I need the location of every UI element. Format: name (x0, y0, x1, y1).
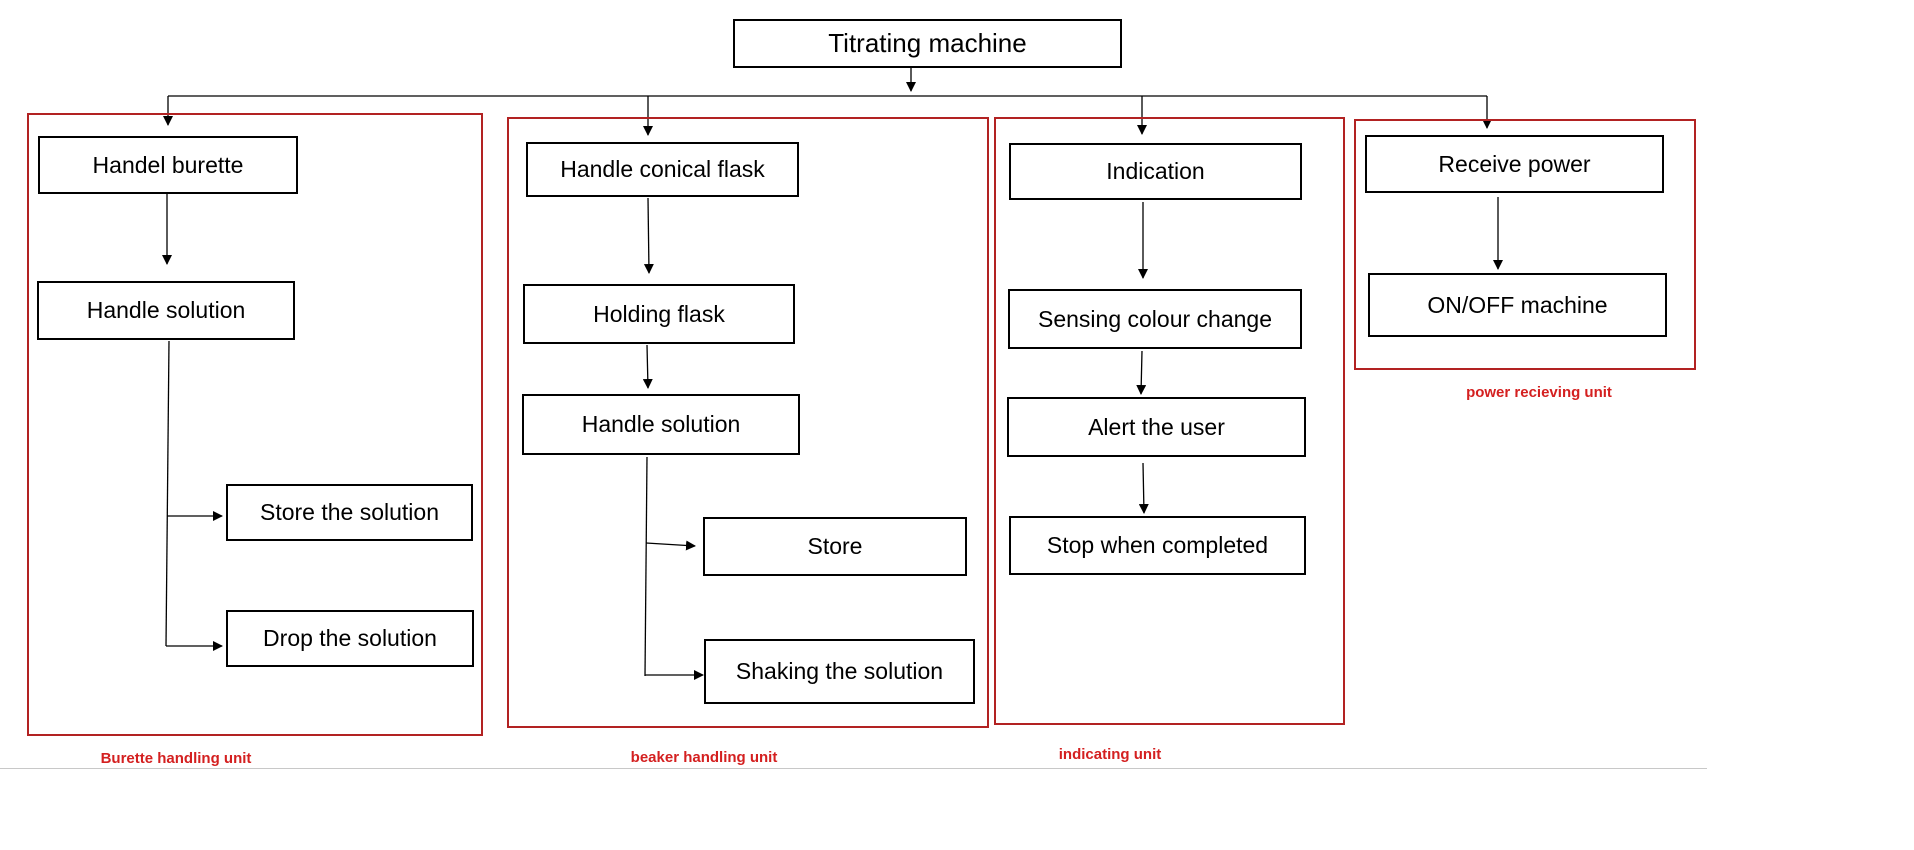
node-label: Holding flask (593, 300, 725, 327)
node-receive-power: Receive power (1365, 135, 1664, 193)
node-label: ON/OFF machine (1427, 291, 1608, 318)
alert-to-stop-arrow (1138, 462, 1149, 514)
node-beaker-handle-solution: Handle solution (522, 394, 800, 455)
root-label: Titrating machine (828, 28, 1027, 58)
burette-branch-trunk (165, 340, 170, 647)
node-label: Handle conical flask (560, 156, 765, 182)
node-label: Handel burette (92, 151, 244, 178)
burette-unit-frame (27, 113, 483, 736)
page-baseline (0, 768, 1707, 769)
caption-indicating-unit: indicating unit (1058, 746, 1162, 763)
holding-to-solution-arrow (642, 344, 653, 389)
caption-burette-unit: Burette handling unit (100, 750, 252, 767)
node-label: Handle solution (581, 411, 741, 437)
node-holding-flask: Holding flask (523, 284, 795, 344)
node-stop-when-completed: Stop when completed (1009, 516, 1306, 575)
node-label: Store (807, 533, 863, 559)
sensing-to-alert-arrow (1136, 350, 1147, 395)
flask-to-holding-arrow (643, 197, 654, 274)
indicating-unit-frame (994, 117, 1345, 725)
node-label: Sensing colour change (1038, 305, 1272, 332)
caption-beaker-unit: beaker handling unit (630, 749, 778, 766)
node-handle-burette: Handel burette (38, 136, 298, 194)
root-node: Titrating machine (733, 19, 1122, 68)
node-label: Stop when completed (1046, 532, 1269, 558)
beaker-unit-frame (507, 117, 989, 728)
node-store: Store (703, 517, 967, 576)
node-burette-handle-solution: Handle solution (37, 281, 295, 340)
node-on-off-machine: ON/OFF machine (1368, 273, 1667, 337)
node-label: Alert the user (1088, 413, 1225, 440)
power-unit-frame (1354, 119, 1696, 370)
beaker-branch-store (645, 540, 696, 551)
node-label: Store the solution (259, 499, 439, 525)
node-label: Drop the solution (263, 625, 437, 651)
beaker-branch-trunk (644, 456, 648, 677)
caption-power-unit: power recieving unit (1466, 384, 1612, 401)
node-store-the-solution: Store the solution (226, 484, 473, 541)
node-label: Indication (1106, 158, 1205, 184)
node-label: Receive power (1438, 150, 1591, 177)
node-shaking-the-solution: Shaking the solution (704, 639, 975, 704)
node-label: Shaking the solution (735, 658, 944, 684)
node-handle-conical-flask: Handle conical flask (526, 142, 799, 197)
node-sensing-colour-change: Sensing colour change (1008, 289, 1302, 349)
node-indication: Indication (1009, 143, 1302, 200)
node-drop-the-solution: Drop the solution (226, 610, 474, 667)
node-alert-the-user: Alert the user (1007, 397, 1306, 457)
node-label: Handle solution (86, 297, 246, 323)
